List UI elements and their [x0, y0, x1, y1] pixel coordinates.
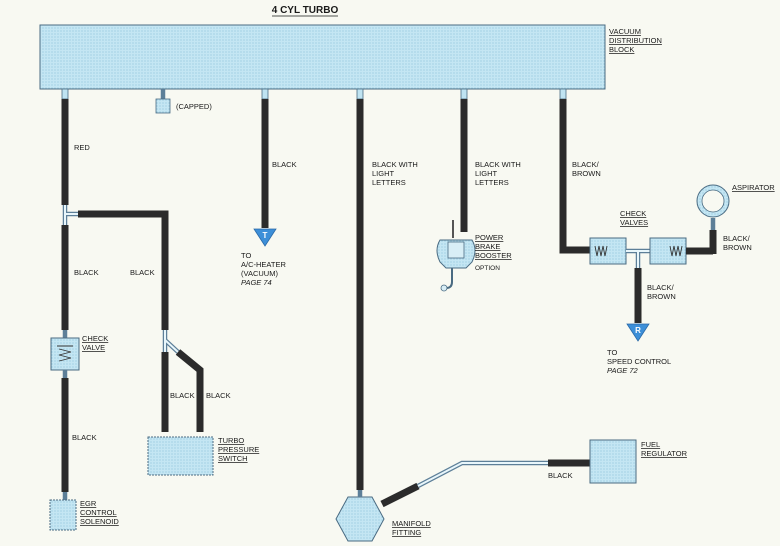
black-brown-hose-top: [559, 99, 590, 254]
black-hose-manifold-stub: [380, 482, 420, 508]
fuel-regulator: [589, 439, 637, 484]
check-valve-label-2: VALVE: [82, 343, 105, 352]
manifold-hose-label-3: LETTERS: [372, 178, 406, 187]
ac-line-1: TO: [241, 251, 251, 260]
block-label-3: BLOCK: [609, 45, 634, 54]
check-valves-label-2: VALVES: [620, 218, 648, 227]
brake-hose-label-2: LIGHT: [475, 169, 498, 178]
brake-option-label: OPTION: [475, 265, 500, 272]
black-brown-top-label-2: BROWN: [572, 169, 601, 178]
black-egr-label: BLACK: [72, 433, 97, 442]
black-ac-label: BLACK: [272, 160, 297, 169]
block-label-1: VACUUM: [609, 27, 641, 36]
turbo-switch-label-3: SWITCH: [218, 454, 248, 463]
check-valve-label-1: CHECK: [82, 334, 108, 343]
block-label-2: DISTRIBUTION: [609, 36, 662, 45]
black-brown-down-label-1: BLACK/: [647, 283, 675, 292]
power-brake-booster: [436, 220, 476, 292]
fuel-regulator-label-1: FUEL: [641, 440, 660, 449]
black-brown-right-label-1: BLACK/: [723, 234, 751, 243]
black-brown-down-label-2: BROWN: [647, 292, 676, 301]
black-turbo-b-label: BLACK: [206, 391, 231, 400]
egr-label-1: EGR: [80, 499, 97, 508]
egr-control-solenoid: [49, 499, 77, 531]
black-left-label: BLACK: [74, 268, 99, 277]
manifold-hose-label-2: LIGHT: [372, 169, 395, 178]
capped-port: [155, 98, 171, 114]
connector-r-letter: R: [635, 326, 641, 335]
block-ports: [61, 88, 567, 100]
brake-booster-label-3: BOOSTER: [475, 251, 512, 260]
check-valve: [50, 337, 80, 371]
egr-label-3: SOLENOID: [80, 517, 119, 526]
egr-label-2: CONTROL: [80, 508, 117, 517]
check-valves-label-1: CHECK: [620, 209, 646, 218]
diagram-title: 4 CYL TURBO: [272, 5, 339, 16]
check-valve-left: [589, 237, 627, 265]
ac-line-3: (VACUUM): [241, 269, 278, 278]
manifold-label-1: MANIFOLD: [392, 519, 431, 528]
turbo-pressure-switch: [147, 436, 214, 476]
connector-r-marker: [626, 323, 650, 342]
turbo-switch-label-2: PRESSURE: [218, 445, 259, 454]
black-mid-label: BLACK: [130, 268, 155, 277]
manifold-fitting: [335, 496, 385, 542]
black-brown-right-label-2: BROWN: [723, 243, 752, 252]
ac-line-2: A/C-HEATER: [241, 260, 286, 269]
red-hose-label: RED: [74, 143, 90, 152]
brake-booster-label-1: POWER: [475, 233, 504, 242]
brake-hose-label-1: BLACK WITH: [475, 160, 521, 169]
black-turbo-a-label: BLACK: [170, 391, 195, 400]
ac-page: PAGE 74: [241, 278, 272, 287]
connector-t-marker: [253, 228, 277, 247]
manifold-hose-label-1: BLACK WITH: [372, 160, 418, 169]
black-regulator-label: BLACK: [548, 471, 573, 480]
speed-line-2: SPEED CONTROL: [607, 357, 671, 366]
speed-line-1: TO: [607, 348, 617, 357]
turbo-switch-label-1: TURBO: [218, 436, 244, 445]
black-hose-to-turbo-branch: [78, 210, 169, 330]
capped-label: (CAPPED): [176, 102, 212, 111]
connector-t-letter: T: [263, 231, 268, 240]
speed-page: PAGE 72: [607, 366, 639, 375]
vacuum-distribution-block: [39, 24, 606, 90]
black-hose-turbo-b: [175, 349, 204, 432]
manifold-label-2: FITTING: [392, 528, 421, 537]
check-valve-right: [649, 237, 687, 265]
aspirator-inner: [701, 189, 725, 213]
aspirator-label: ASPIRATOR: [732, 183, 775, 192]
brake-booster-label-2: BRAKE: [475, 242, 500, 251]
brake-hose-label-3: LETTERS: [475, 178, 509, 187]
black-brown-top-label-1: BLACK/: [572, 160, 600, 169]
fuel-regulator-label-2: REGULATOR: [641, 449, 688, 458]
